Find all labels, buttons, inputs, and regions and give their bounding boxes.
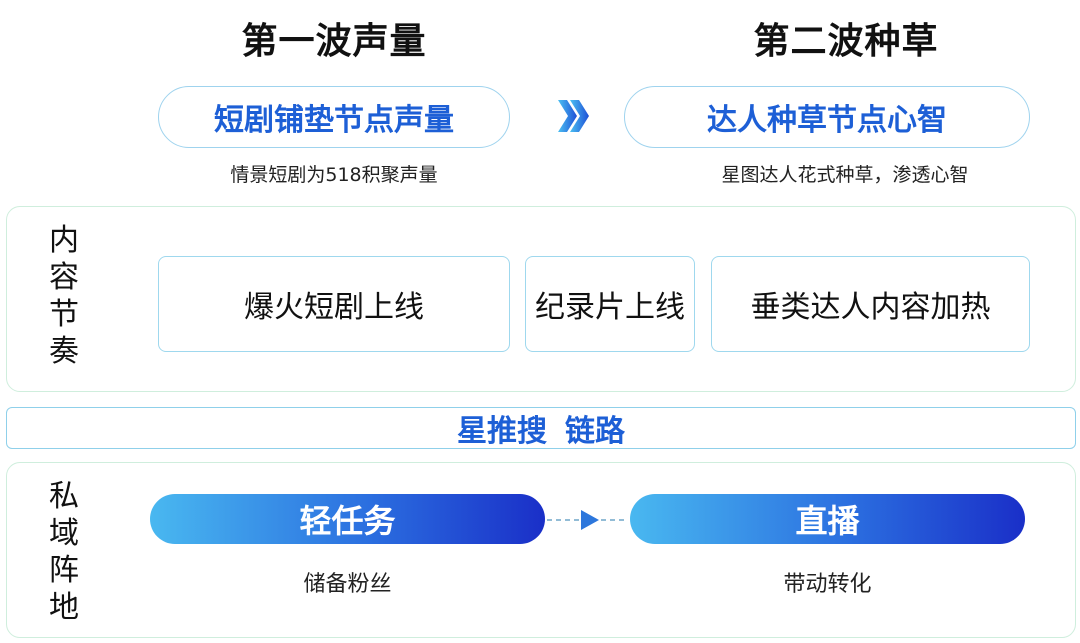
content-item: 垂类达人内容加热 (711, 256, 1030, 352)
step-2-caption: 带动转化 (783, 572, 872, 597)
wave-1-pill: 短剧铺垫节点声量 (158, 86, 510, 148)
step-1-caption: 储备粉丝 (303, 572, 392, 597)
chain-bar: 星推搜 链路 (6, 407, 1076, 449)
private-domain-label: 私 域 阵 地 (49, 479, 79, 625)
wave-2-pill: 达人种草节点心智 (624, 86, 1030, 148)
wave-2-title: 第二波种草 (753, 21, 939, 62)
chain-label-part2: 链路 (565, 414, 625, 449)
content-item: 爆火短剧上线 (158, 256, 510, 352)
chain-label-part1: 星推搜 (457, 414, 547, 449)
step-live-stream: 直播 (630, 494, 1025, 544)
double-chevron-right-icon (552, 96, 592, 136)
wave-1-title: 第一波声量 (241, 21, 427, 62)
wave-1-subtitle: 情景短剧为518积聚声量 (230, 164, 438, 186)
content-rhythm-label: 内 容 节 奏 (49, 223, 79, 369)
private-domain-panel (6, 462, 1076, 638)
dashed-arrow-icon (545, 509, 630, 531)
step-light-task: 轻任务 (150, 494, 545, 544)
wave-2-subtitle: 星图达人花式种草，渗透心智 (721, 164, 969, 186)
content-item: 纪录片上线 (525, 256, 695, 352)
